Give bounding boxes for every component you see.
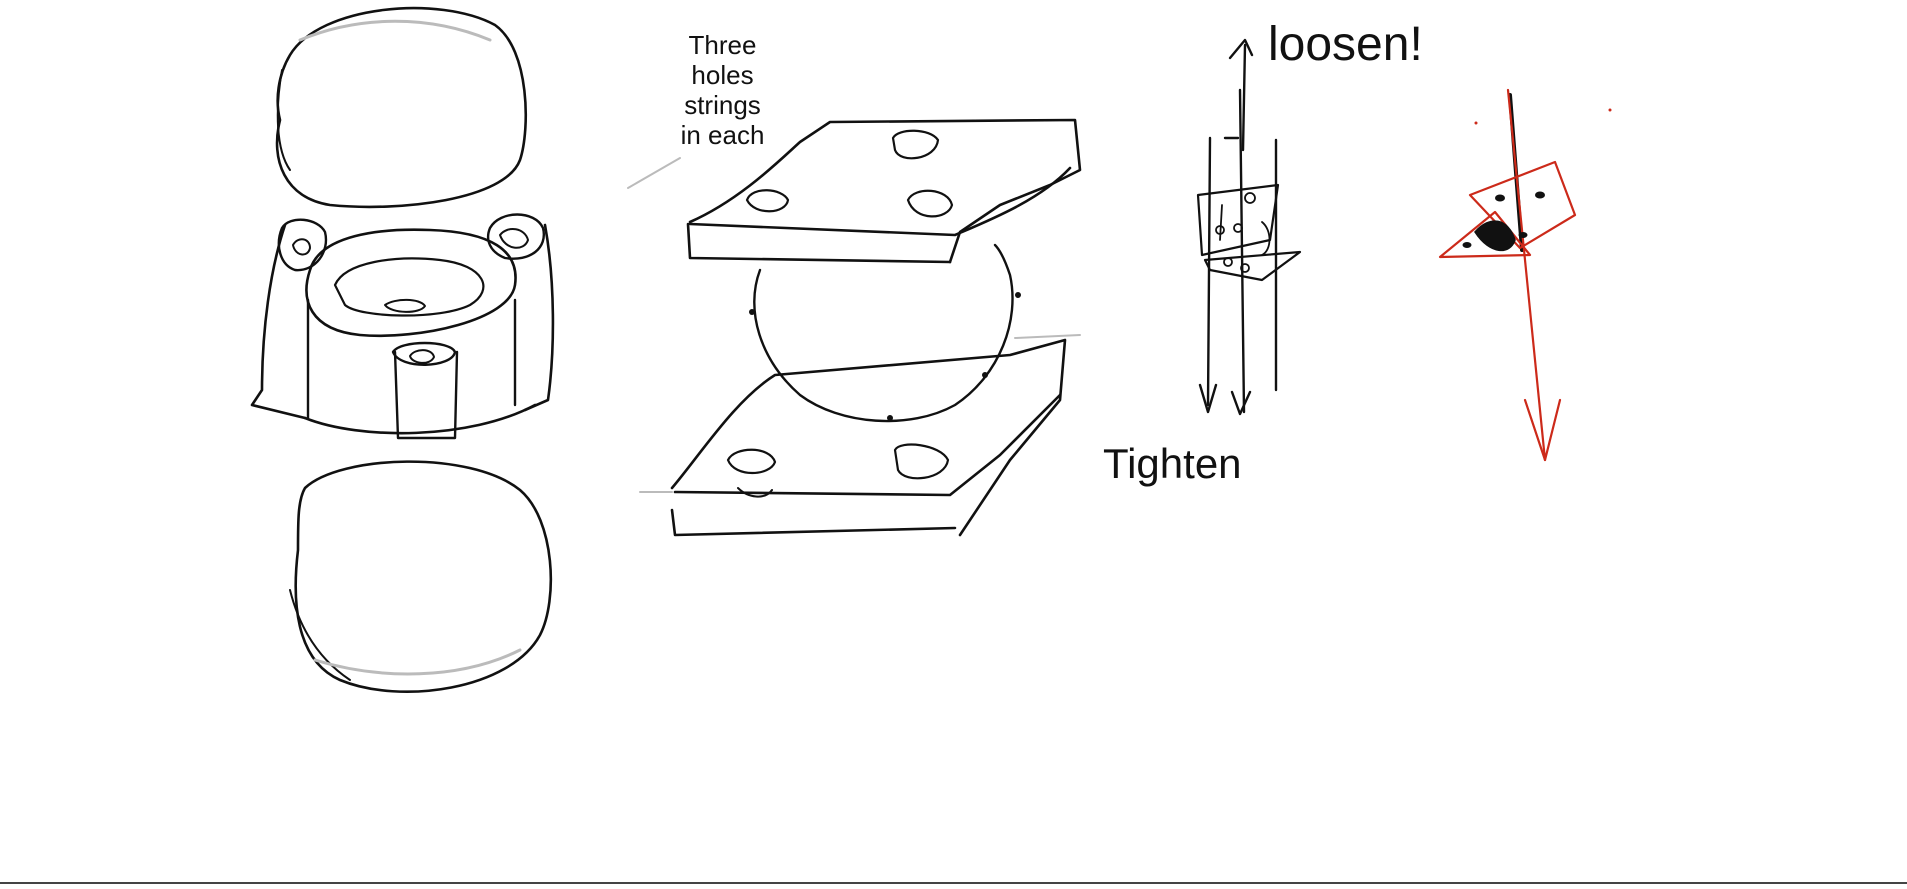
note-line: strings [684,90,761,120]
note-line: in each [680,120,765,150]
side-view-black [1196,38,1302,416]
plate-and-sphere-assembly [627,118,1082,537]
cup-with-lugs [250,213,555,440]
tighten-label: Tighten [1103,440,1242,487]
loosen-label: loosen! [1268,18,1423,71]
down-arrow [1198,383,1252,416]
bottom-disc [289,460,553,694]
top-disc [275,6,527,209]
side-view-red [1438,88,1612,462]
sphere [749,243,1021,423]
down-arrow [1523,398,1562,462]
up-arrow [1228,38,1254,152]
upper-plate [686,118,1082,264]
note-three-holes: Three holes strings in each [670,30,775,150]
exploded-cup-assembly [250,6,555,694]
canvas-bottom-border [0,882,1907,884]
note-line: holes [691,60,754,90]
lower-plate [639,334,1081,537]
note-line: Three [688,30,757,60]
